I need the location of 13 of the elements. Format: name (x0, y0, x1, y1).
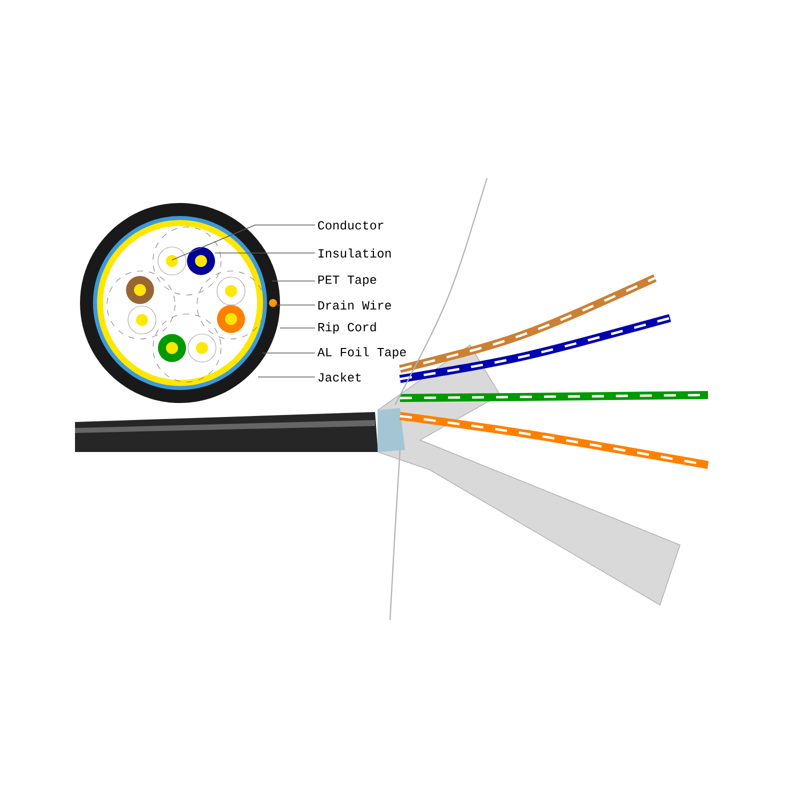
leader-line (274, 304, 316, 306)
part-label: PET Tape (318, 276, 376, 286)
leader-line (262, 352, 316, 354)
leader-line (272, 280, 316, 282)
leader-line (214, 252, 316, 254)
leader-line (258, 376, 316, 378)
part-label: AL Foil Tape (317, 347, 406, 359)
leader-line (172, 224, 316, 260)
part-label: Conductor (318, 220, 384, 230)
part-label: Rip Cord (318, 322, 376, 334)
part-label: Jacket (318, 372, 361, 382)
part-label: Insulation (318, 248, 391, 258)
part-label: Drain Wire (318, 300, 391, 310)
